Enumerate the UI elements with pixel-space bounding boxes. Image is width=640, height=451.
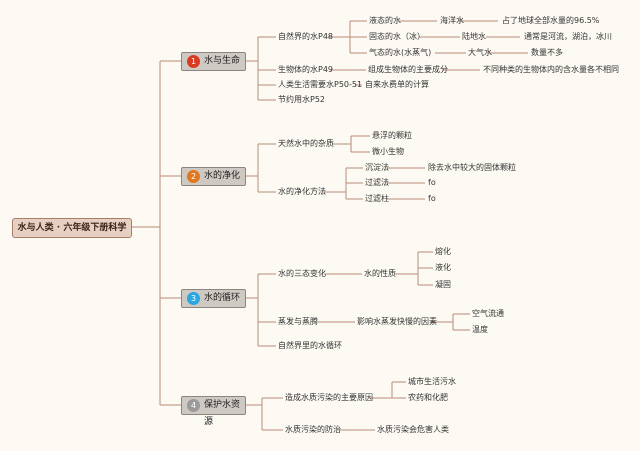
- topic-purification-methods[interactable]: 水的净化方法: [278, 187, 326, 196]
- topic-filter-column[interactable]: 过滤柱: [365, 194, 389, 203]
- number-badge-2: 2: [187, 170, 200, 183]
- topic-melting[interactable]: 熔化: [435, 247, 451, 256]
- topic-water-properties[interactable]: 水的性质: [364, 269, 396, 278]
- topic-gaseous-water[interactable]: 气态的水(水蒸气): [369, 48, 432, 57]
- topic-pesticides-fertilizers[interactable]: 农药和化肥: [408, 393, 448, 402]
- topic-evaporation-transpiration[interactable]: 蒸发与蒸腾: [278, 317, 318, 326]
- topic-main-component[interactable]: 组成生物体的主要成分: [368, 65, 448, 74]
- number-badge-4: 4: [187, 399, 200, 412]
- topic-water-bill[interactable]: 自来水费单的计算: [365, 80, 429, 89]
- topic-filter-column-note[interactable]: fo: [428, 194, 436, 203]
- topic-air-circulation[interactable]: 空气流通: [472, 309, 504, 318]
- topic-land-water-note[interactable]: 通常是河流，湖泊，冰川: [524, 32, 612, 41]
- topic-human-needs-water[interactable]: 人类生活需要水P50-51: [278, 80, 363, 89]
- topic-atmospheric-note[interactable]: 数量不多: [531, 48, 563, 57]
- topic-pollution-causes[interactable]: 造成水质污染的主要原因: [285, 393, 373, 402]
- topic-liquid-water[interactable]: 液态的水: [369, 16, 401, 25]
- topic-micro-organisms[interactable]: 微小生物: [372, 147, 404, 156]
- topic-water-content-varies[interactable]: 不同种类的生物体内的含水量各不相同: [483, 65, 619, 74]
- topic-natural-impurities[interactable]: 天然水中的杂质: [278, 139, 334, 148]
- section-water-cycle[interactable]: 3 水的循环: [181, 289, 246, 308]
- topic-atmospheric-water[interactable]: 大气水: [468, 48, 492, 57]
- topic-filtration[interactable]: 过滤法: [365, 178, 389, 187]
- topic-ocean-water[interactable]: 海洋水: [440, 16, 464, 25]
- topic-urban-sewage[interactable]: 城市生活污水: [408, 377, 456, 386]
- topic-suspended-particles[interactable]: 悬浮的颗粒: [372, 131, 412, 140]
- section-label: 水与生命: [204, 56, 241, 66]
- number-badge-3: 3: [187, 292, 200, 305]
- section-label: 保护水资源: [204, 400, 241, 427]
- section-water-and-life[interactable]: 1 水与生命: [181, 52, 246, 71]
- topic-save-water[interactable]: 节约用水P52: [278, 95, 326, 104]
- topic-filtration-note[interactable]: fo: [428, 178, 436, 187]
- root-topic[interactable]: 水与人类 · 六年级下册科学: [12, 218, 132, 238]
- topic-temperature[interactable]: 温度: [472, 325, 488, 334]
- topic-pollution-prevention[interactable]: 水质污染的防治: [285, 425, 341, 434]
- topic-natural-water[interactable]: 自然界的水P48: [278, 32, 334, 41]
- topic-sedimentation-note[interactable]: 除去水中较大的固体颗粒: [428, 163, 516, 172]
- topic-land-water[interactable]: 陆地水: [462, 32, 486, 41]
- topic-liquefaction[interactable]: 液化: [435, 263, 451, 272]
- section-label: 水的循环: [204, 293, 241, 303]
- section-water-purification[interactable]: 2 水的净化: [181, 167, 246, 186]
- section-label: 水的净化: [204, 171, 241, 181]
- topic-water-in-organisms[interactable]: 生物体的水P49: [278, 65, 334, 74]
- topic-three-states[interactable]: 水的三态变化: [278, 269, 326, 278]
- topic-evaporation-factors[interactable]: 影响水蒸发快慢的因素: [357, 317, 437, 326]
- topic-solid-water[interactable]: 固态的水（冰）: [369, 32, 425, 41]
- topic-pollution-harms-humans[interactable]: 水质污染会危害人类: [377, 425, 449, 434]
- topic-natural-water-cycle[interactable]: 自然界里的水循环: [278, 341, 342, 350]
- topic-solidification[interactable]: 凝固: [435, 280, 451, 289]
- topic-ocean-share[interactable]: 占了地球全部水量的96.5%: [502, 16, 600, 25]
- number-badge-1: 1: [187, 55, 200, 68]
- topic-sedimentation[interactable]: 沉淀法: [365, 163, 389, 172]
- section-protect-water[interactable]: 4 保护水资源: [181, 396, 246, 427]
